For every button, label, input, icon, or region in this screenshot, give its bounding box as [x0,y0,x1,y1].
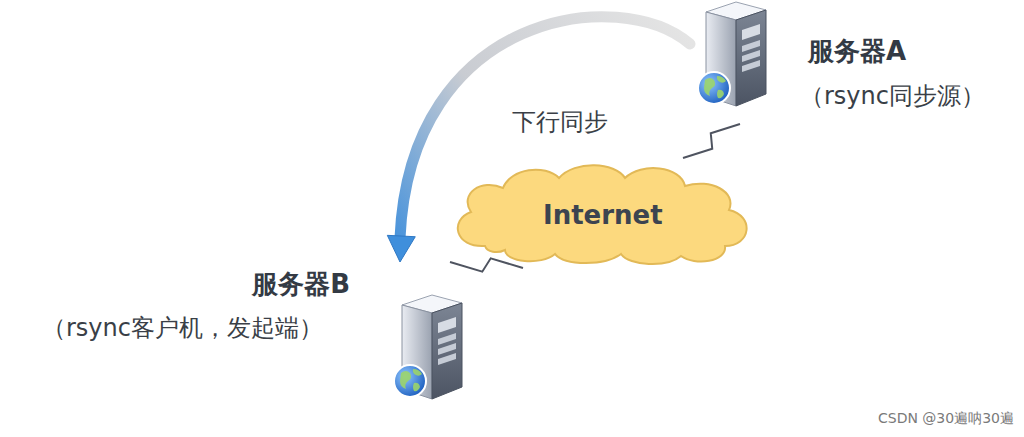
watermark: CSDN @30遍呐30遍 [878,410,1014,428]
network-link [450,258,523,271]
server-icon [394,295,462,399]
node-subtitle: （rsync客户机，发起端） [42,312,323,344]
server-node: 服务器A （rsync同步源） [690,12,1020,124]
node-subtitle: （rsync同步源） [800,80,985,112]
node-title: 服务器A [808,34,906,69]
edge-label: 下行同步 [510,106,610,138]
node-title: Internet [543,200,663,230]
internet-cloud: Internet [445,158,760,268]
node-title: 服务器B [252,267,350,302]
server-icon [698,2,766,106]
server-node: 服务器B （rsync客户机，发起端） [38,262,478,407]
network-link [683,124,740,158]
